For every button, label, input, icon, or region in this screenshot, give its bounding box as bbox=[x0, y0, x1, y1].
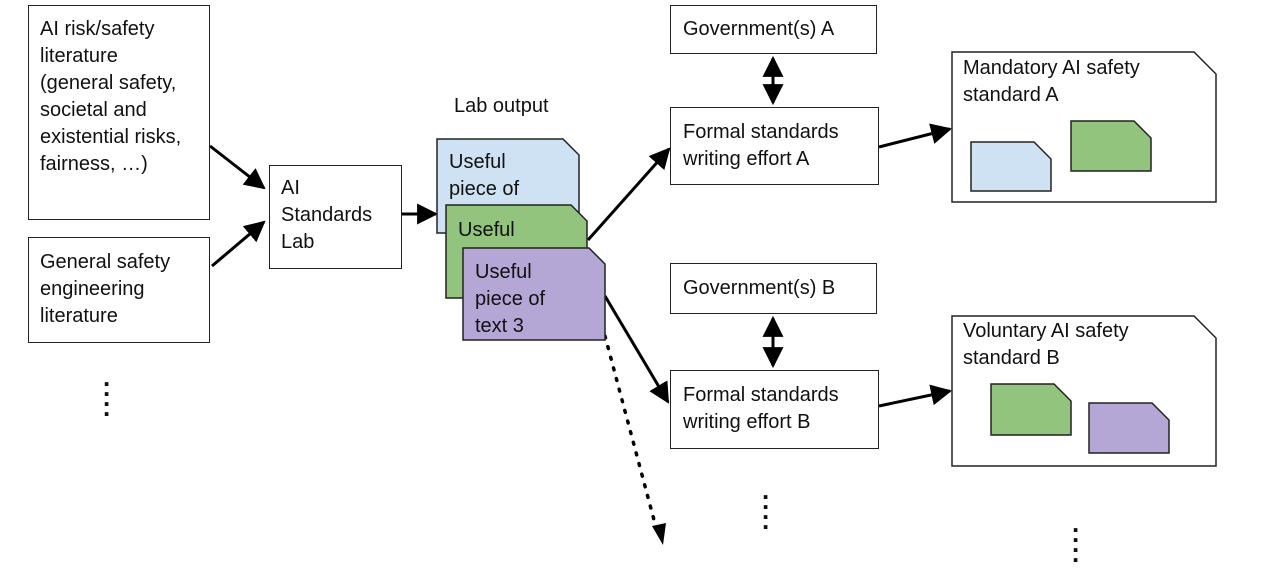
arrow-effort-a-to-standard-a bbox=[878, 123, 953, 149]
source-ai-risk-literature: AI risk/safety literature (general safet… bbox=[28, 5, 210, 220]
ai-standards-lab: AI Standards Lab bbox=[269, 165, 402, 269]
output-piece-2-text: Useful bbox=[458, 219, 515, 241]
standard-b-title: Voluntary AI safety standard B bbox=[963, 320, 1129, 369]
efforts-more-ellipsis: .... bbox=[762, 475, 770, 535]
source-general-safety-label: General safety engineering literature bbox=[40, 251, 171, 327]
dotted-arrow-further-output bbox=[603, 334, 660, 537]
government-a: Government(s) A bbox=[670, 5, 877, 54]
effort-a-label: Formal standards writing effort A bbox=[683, 121, 839, 170]
arrow-general-safety-to-lab bbox=[211, 220, 266, 268]
arrow-ai-risk-to-lab bbox=[209, 144, 266, 190]
standards-more-ellipsis: .... bbox=[1072, 508, 1080, 568]
effort-b-label: Formal standards writing effort B bbox=[683, 384, 839, 433]
output-piece-1-text: Useful piece of bbox=[449, 151, 520, 200]
formal-standards-effort-a: Formal standards writing effort A bbox=[670, 107, 879, 185]
formal-standards-effort-b: Formal standards writing effort B bbox=[670, 370, 879, 449]
source-ai-risk-label: AI risk/safety literature (general safet… bbox=[40, 18, 182, 175]
government-b: Government(s) B bbox=[670, 263, 877, 314]
standard-b-purple-piece bbox=[1088, 402, 1170, 454]
sources-more-ellipsis: .... bbox=[103, 362, 111, 422]
output-piece-3-shape bbox=[462, 247, 606, 341]
arrow-output-to-effort-a bbox=[586, 147, 671, 241]
arrow-effort-b-to-standard-b bbox=[878, 384, 953, 408]
standard-b-green-piece bbox=[990, 383, 1072, 436]
lab-label: AI Standards Lab bbox=[281, 177, 373, 253]
lab-output-label: Lab output bbox=[454, 95, 549, 117]
government-a-label: Government(s) A bbox=[683, 18, 835, 40]
standard-a-blue-piece bbox=[970, 141, 1052, 192]
standard-a-title: Mandatory AI safety standard A bbox=[963, 57, 1140, 106]
arrow-output-to-effort-b bbox=[603, 295, 670, 404]
dotted-arrowhead bbox=[652, 523, 666, 545]
source-general-safety-literature: General safety engineering literature bbox=[28, 237, 210, 343]
government-b-label: Government(s) B bbox=[683, 277, 836, 299]
standard-a-green-piece bbox=[1070, 120, 1152, 172]
output-piece-3-text: Useful piece of text 3 bbox=[475, 261, 546, 337]
